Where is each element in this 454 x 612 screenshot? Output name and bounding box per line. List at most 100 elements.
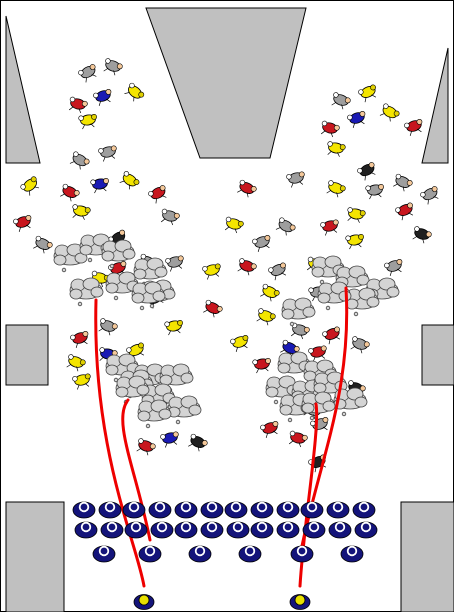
upper-left-group	[13, 58, 180, 254]
person	[393, 173, 413, 192]
police-officer	[226, 521, 250, 539]
person	[275, 217, 296, 236]
person	[347, 207, 366, 223]
person	[412, 226, 432, 244]
person	[165, 255, 184, 272]
person	[347, 110, 366, 129]
person	[72, 373, 91, 390]
person	[252, 358, 271, 374]
structures	[5, 7, 454, 612]
person	[230, 334, 249, 353]
thought-dot	[309, 415, 315, 421]
person	[260, 420, 279, 439]
upper-right-group	[224, 84, 439, 253]
person	[252, 234, 271, 253]
person	[124, 82, 145, 102]
person	[70, 330, 89, 349]
police-officer	[122, 501, 146, 519]
thought-bubble	[69, 277, 104, 300]
police-officer	[352, 501, 376, 519]
thought-bubble	[133, 257, 168, 280]
police-officer	[188, 545, 212, 563]
person	[20, 176, 40, 196]
person	[326, 180, 346, 198]
thought-dot	[87, 257, 93, 263]
right-pillar	[421, 324, 454, 386]
person	[78, 64, 97, 83]
police-officer	[250, 521, 274, 539]
thought-dot	[139, 305, 145, 311]
person	[395, 202, 414, 221]
right-upper-wall	[421, 47, 449, 164]
thought-dot	[289, 321, 295, 327]
person	[103, 58, 123, 76]
police-officer	[138, 545, 162, 563]
person	[72, 204, 91, 220]
police-officer	[124, 521, 148, 539]
person	[286, 171, 305, 188]
thought-bubble	[301, 391, 336, 414]
left-pillar	[5, 324, 49, 386]
thought-dot	[287, 417, 293, 423]
person	[420, 186, 439, 205]
thought-bubble	[159, 363, 194, 386]
person	[260, 283, 280, 302]
person	[33, 235, 53, 254]
right-upper-cluster	[281, 255, 400, 327]
police-row-front	[72, 501, 376, 519]
left-upper-wall	[5, 15, 41, 164]
police-line	[72, 501, 378, 610]
police-officer	[148, 501, 172, 519]
thought-bubble	[115, 375, 150, 398]
person	[256, 308, 276, 326]
thought-bubble	[281, 297, 316, 320]
right-lower-wall	[400, 501, 454, 612]
person	[202, 263, 221, 280]
thought-dot	[175, 419, 181, 425]
person	[126, 342, 145, 361]
thought-dot	[61, 267, 67, 273]
commander-1	[133, 594, 155, 610]
police-officer	[300, 501, 324, 519]
person	[164, 320, 183, 336]
police-officer	[200, 501, 224, 519]
police-officer	[276, 501, 300, 519]
person	[93, 88, 112, 107]
person	[331, 92, 351, 110]
thought-dot	[145, 423, 151, 429]
crowd	[13, 58, 439, 473]
police-officer	[98, 501, 122, 519]
thought-dot	[325, 305, 331, 311]
police-officer	[224, 501, 248, 519]
thought-dot	[109, 263, 115, 269]
person	[78, 114, 97, 130]
police-officer	[250, 501, 274, 519]
right-lower-cluster	[265, 351, 368, 423]
thought-dot	[353, 311, 359, 317]
thought-dot	[149, 303, 155, 309]
red-trajectory-2	[121, 398, 152, 542]
person	[320, 120, 340, 138]
police-officer	[174, 501, 198, 519]
person	[66, 354, 86, 372]
police-officer	[238, 545, 262, 563]
police-officer	[92, 545, 116, 563]
police-officer	[302, 521, 326, 539]
police-officer	[150, 521, 174, 539]
person	[119, 171, 140, 190]
police-officer	[100, 521, 124, 539]
thought-dot	[77, 301, 83, 307]
person	[322, 326, 341, 345]
thought-dot	[341, 411, 347, 417]
center-stage	[145, 7, 307, 159]
police-officer	[340, 545, 364, 563]
person	[288, 430, 308, 448]
person	[13, 214, 32, 233]
police-officer	[200, 521, 224, 539]
trajectories	[94, 286, 349, 588]
person	[384, 258, 403, 277]
person	[404, 118, 423, 137]
person	[357, 162, 376, 181]
police-officer	[174, 521, 198, 539]
